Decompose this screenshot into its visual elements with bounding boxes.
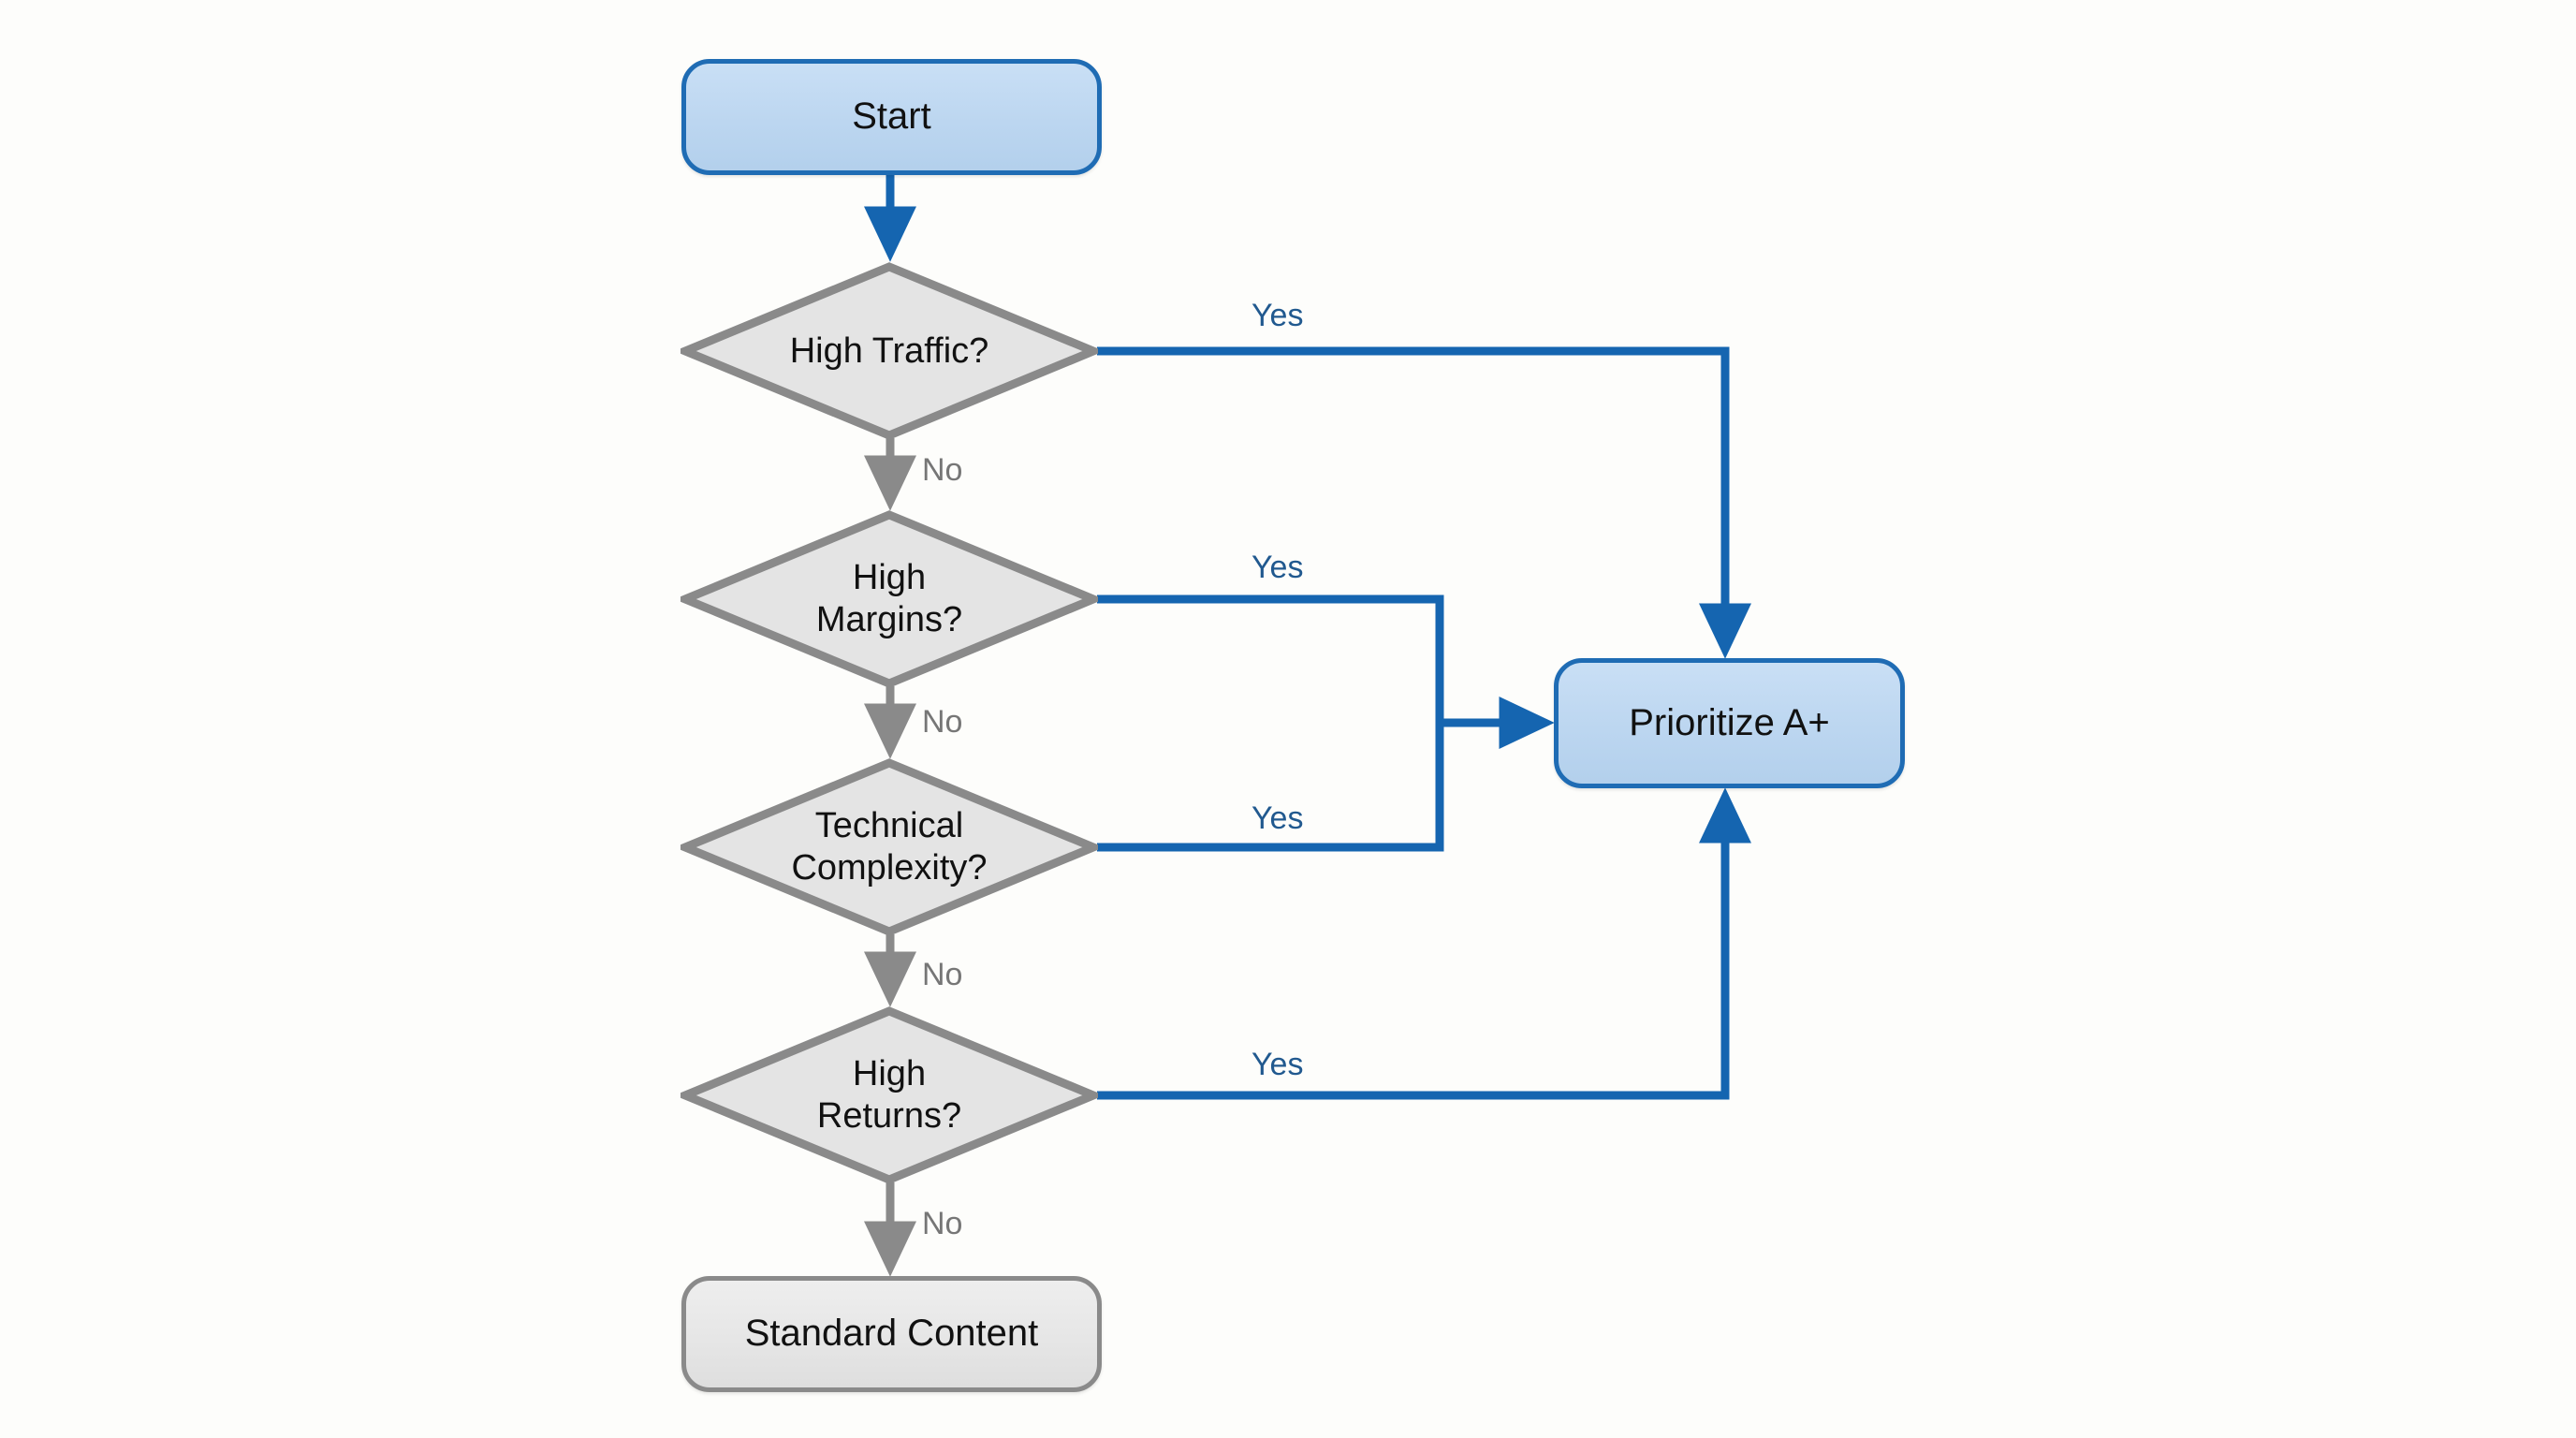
- node-standard-content[interactable]: Standard Content: [681, 1276, 1102, 1392]
- node-high-returns-label: High Returns?: [816, 1054, 962, 1136]
- edge-label-returns-yes: Yes: [1251, 1047, 1304, 1082]
- edge-margins-yes-to-merge: [1097, 594, 1444, 723]
- node-start-label: Start: [852, 95, 931, 138]
- diamond-shape: [681, 510, 1098, 688]
- node-prioritize-a-plus[interactable]: Prioritize A+: [1554, 658, 1905, 788]
- edge-label-technical-yes: Yes: [1251, 800, 1304, 836]
- edge-technical-yes-to-merge: [1097, 723, 1444, 852]
- node-start[interactable]: Start: [681, 59, 1102, 175]
- node-high-margins-label: High Margins?: [815, 558, 963, 639]
- node-high-traffic-label: High Traffic?: [789, 330, 989, 371]
- diamond-shape: [681, 1006, 1098, 1184]
- node-high-margins[interactable]: High Margins?: [681, 510, 1098, 688]
- edge-label-technical-no: No: [922, 957, 963, 992]
- diamond-shape: [681, 262, 1098, 440]
- edge-label-traffic-no: No: [922, 452, 963, 488]
- edge-label-returns-no: No: [922, 1206, 963, 1241]
- edge-label-margins-no: No: [922, 704, 963, 740]
- node-technical-complexity[interactable]: Technical Complexity?: [681, 758, 1098, 936]
- edge-traffic-yes-to-prioritize: [1097, 346, 1752, 659]
- node-standard-content-label: Standard Content: [744, 1313, 1039, 1355]
- node-technical-complexity-label: Technical Complexity?: [791, 806, 988, 888]
- node-prioritize-a-plus-label: Prioritize A+: [1629, 701, 1830, 743]
- diamond-shape: [681, 758, 1098, 936]
- edge-label-margins-yes: Yes: [1251, 550, 1304, 585]
- edge-label-traffic-yes: Yes: [1251, 298, 1304, 333]
- node-high-returns[interactable]: High Returns?: [681, 1006, 1098, 1184]
- node-high-traffic[interactable]: High Traffic?: [681, 262, 1098, 440]
- edge-returns-yes-to-prioritize: [1097, 787, 1752, 1100]
